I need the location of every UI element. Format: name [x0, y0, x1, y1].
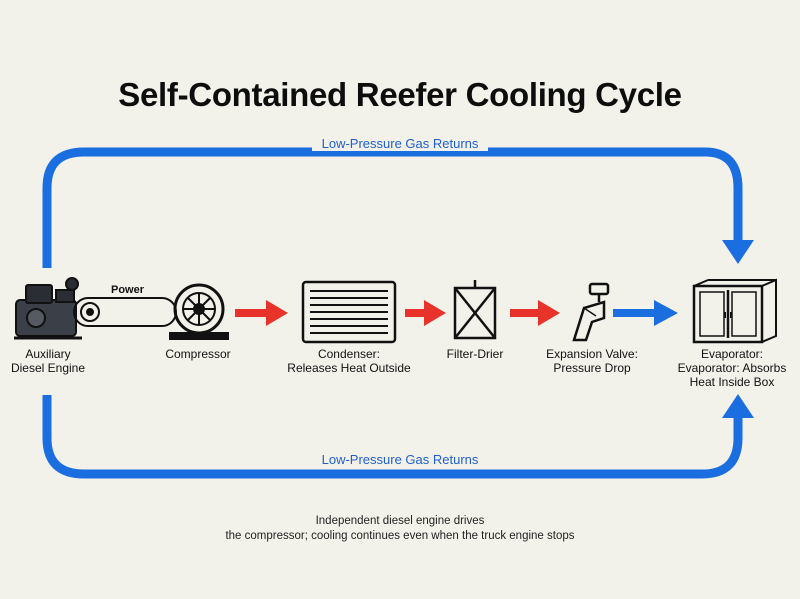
engine-label-line1: Auxiliary — [25, 347, 71, 361]
expansion-valve-label-line2: Pressure Drop — [553, 361, 631, 375]
expansion-valve-icon — [572, 282, 610, 342]
arrow-valve-to-evaporator — [613, 300, 678, 326]
filter-drier-label-line1: Filter-Drier — [446, 347, 504, 361]
caption-line1: Independent diesel engine drives — [315, 515, 485, 527]
condenser-icon — [301, 280, 397, 344]
condenser-label: Condenser: Releases Heat Outside — [276, 347, 422, 375]
diagram-title: Self-Contained Reefer Cooling Cycle — [118, 76, 682, 113]
filter-drier-label: Filter-Drier — [428, 347, 522, 361]
caption-line2: the compressor; cooling continues even w… — [225, 530, 575, 542]
arrow-filter-to-valve — [510, 300, 560, 326]
compressor-label-line1: Compressor — [165, 347, 231, 361]
belt-drive-icon — [73, 297, 177, 327]
engine-label-line2: Diesel Engine — [10, 361, 86, 375]
bottom-return-loop — [42, 395, 743, 479]
condenser-label-line1: Condenser: — [317, 347, 381, 361]
evaporator-label-line1: Evaporator: — [700, 347, 764, 361]
top-return-loop — [42, 147, 743, 268]
bottom-return-label-wrap: Low-Pressure Gas Returns — [270, 452, 530, 467]
arrow-compressor-to-condenser — [235, 300, 288, 326]
top-return-label-wrap: Low-Pressure Gas Returns — [270, 136, 530, 151]
arrow-condenser-to-filter — [405, 300, 446, 326]
compressor-icon — [169, 283, 229, 340]
bottom-return-label: Low-Pressure Gas Returns — [311, 452, 489, 467]
filter-drier-icon — [453, 280, 497, 340]
power-label: Power — [111, 284, 145, 296]
top-loop-arrowhead — [722, 240, 754, 264]
evaporator-icon — [692, 278, 777, 344]
condenser-label-line2: Releases Heat Outside — [287, 361, 411, 375]
bottom-loop-arrowhead — [722, 394, 754, 418]
top-return-label: Low-Pressure Gas Returns — [311, 136, 489, 151]
expansion-valve-label-line1: Expansion Valve: — [546, 347, 638, 361]
evaporator-label-line3: Heat Inside Box — [689, 375, 775, 389]
expansion-valve-label: Expansion Valve: Pressure Drop — [528, 347, 656, 375]
evaporator-label-line2: Evaporator: Absorbs — [677, 361, 787, 375]
evaporator-label: Evaporator: Evaporator: Absorbs Heat Ins… — [670, 347, 794, 389]
compressor-label: Compressor — [148, 347, 248, 361]
diesel-engine-icon — [14, 277, 82, 340]
engine-label: Auxiliary Diesel Engine — [0, 347, 96, 375]
caption: Independent diesel engine drives the com… — [150, 514, 650, 544]
